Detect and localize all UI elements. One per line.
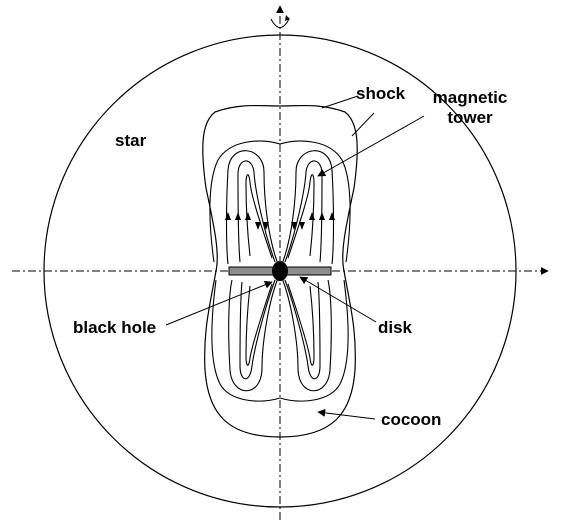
label-tower: tower (447, 108, 493, 127)
label-black-hole: black hole (73, 318, 156, 337)
label-cocoon: cocoon (381, 410, 441, 429)
label-star: star (115, 131, 147, 150)
black-hole (272, 261, 288, 281)
label-shock: shock (356, 84, 406, 103)
label-disk: disk (378, 318, 413, 337)
label-magnetic: magnetic (433, 88, 508, 107)
